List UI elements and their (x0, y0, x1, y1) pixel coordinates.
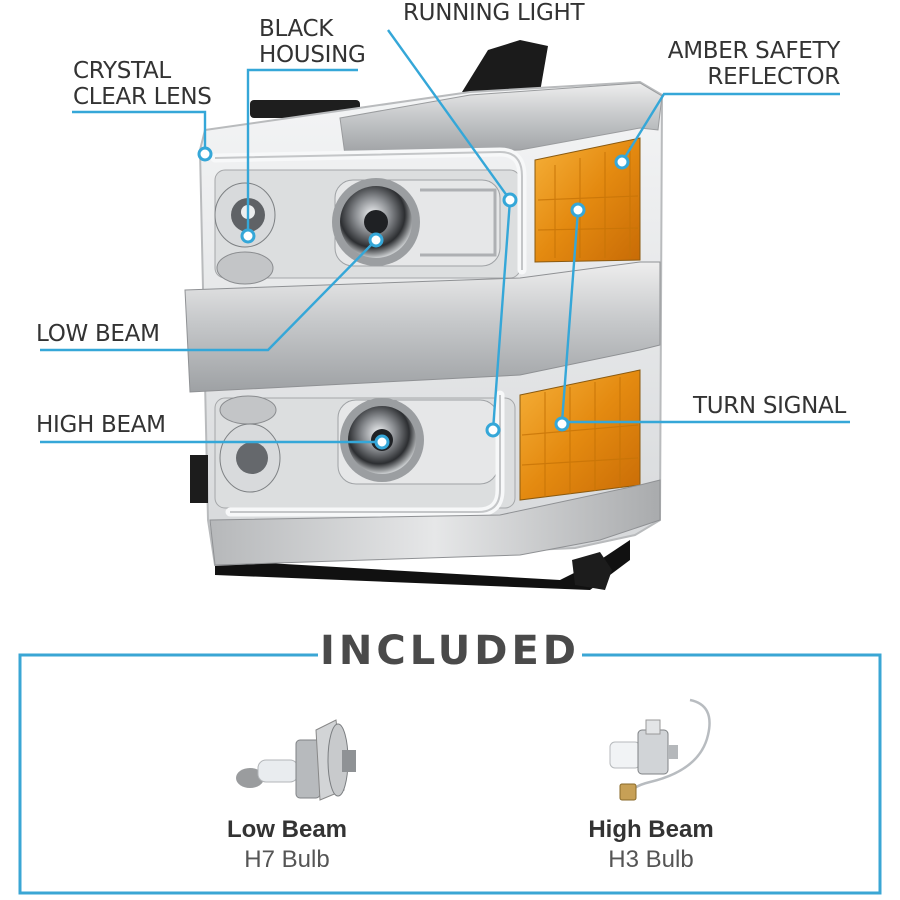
upper-projector (332, 178, 501, 267)
dot-running-light-lower (485, 422, 501, 438)
amber-reflector (534, 137, 641, 263)
low-beam-bulb-name: Low Beam (226, 816, 348, 843)
dot-crystal-lens (197, 146, 213, 162)
bottom-connector (572, 552, 612, 590)
low-beam-leader (40, 239, 377, 352)
label-black-housing: BLACK HOUSING (259, 16, 366, 68)
high-beam-bulb-caption: High Beam H3 Bulb (541, 816, 761, 874)
high-beam-bulb-name: High Beam (588, 816, 714, 843)
label-low-beam: LOW BEAM (36, 321, 160, 347)
bottom-chrome-bar (209, 479, 661, 566)
headlight-assembly (184, 40, 664, 590)
included-title: INCLUDED (318, 628, 582, 674)
h7-bulb-icon (236, 719, 356, 801)
low-beam-bulb-caption: Low Beam H7 Bulb (177, 816, 397, 874)
crystal-lens-leader (72, 110, 207, 154)
callout-dots (197, 146, 630, 450)
low-beam-bulb-type: H7 Bulb (244, 846, 330, 873)
amber-reflector-leader (620, 92, 840, 163)
label-high-beam: HIGH BEAM (36, 412, 166, 438)
label-turn-signal: TURN SIGNAL (692, 393, 846, 419)
dot-amber-reflector (614, 154, 630, 170)
label-running-light: RUNNING LIGHT (403, 0, 585, 26)
mounting-bracket (462, 40, 548, 92)
lower-reflector (219, 395, 281, 493)
side-connector (190, 455, 208, 503)
dot-high-beam (374, 434, 390, 450)
dot-turn-signal-upper (570, 202, 586, 218)
dot-low-beam (368, 232, 384, 248)
black-housing-leader (246, 68, 358, 236)
label-amber-safety-reflector: AMBER SAFETY REFLECTOR (667, 38, 841, 90)
label-crystal-clear-lens: CRYSTAL CLEAR LENS (73, 58, 212, 110)
upper-reflector (214, 182, 276, 285)
included-frame (18, 653, 882, 895)
bottom-trim (215, 540, 630, 590)
dot-black-housing (240, 228, 256, 244)
dot-running-light-upper (502, 192, 518, 208)
dot-turn-signal (554, 416, 570, 432)
middle-chrome-bar (184, 261, 661, 393)
high-beam-bulb-type: H3 Bulb (608, 846, 694, 873)
h3-bulb-icon (609, 698, 711, 801)
